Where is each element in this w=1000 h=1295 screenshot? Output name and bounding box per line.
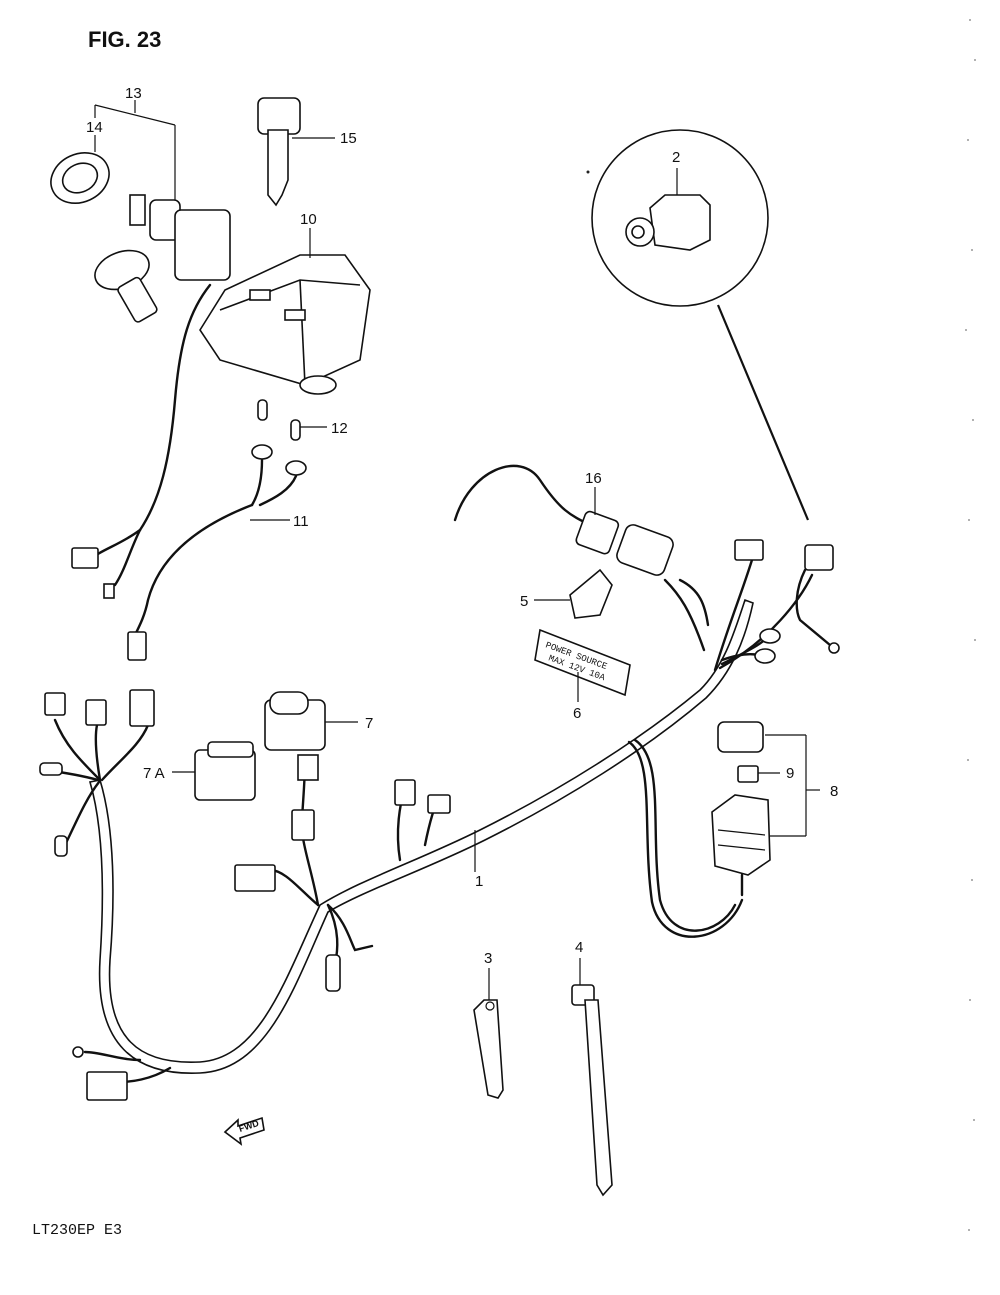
clamp-3	[473, 999, 504, 1099]
leader-lines	[94, 100, 820, 1000]
detail-inset	[591, 129, 840, 654]
callout-2: 2	[672, 149, 680, 166]
ignition-switch-assembly	[50, 152, 231, 599]
cable-tie-4	[571, 984, 613, 1197]
forward-arrow: FWD	[223, 1116, 265, 1146]
power-source-plate: POWER SOURCE MAX 12V 10A	[534, 628, 631, 697]
callout-4: 4	[575, 939, 583, 956]
callout-5: 5	[520, 593, 528, 610]
callout-7a: 7 A	[143, 765, 165, 782]
callout-11: 11	[293, 513, 309, 530]
callout-10: 10	[300, 211, 317, 228]
callout-13: 13	[125, 85, 142, 102]
socket-holder	[569, 568, 613, 619]
harness-connectors-left	[39, 689, 451, 1101]
callout-8: 8	[830, 783, 838, 800]
callout-9: 9	[786, 765, 794, 782]
relay-7a	[194, 741, 256, 801]
callout-16: 16	[585, 470, 602, 487]
regulator-unit	[199, 254, 371, 395]
callout-7: 7	[365, 715, 373, 732]
callout-14: 14	[86, 119, 103, 136]
callout-15: 15	[340, 130, 357, 147]
callout-labels: 1 2 3 4 5 6 7 7 A 8 9 10 11 12 13 14 15 …	[86, 85, 838, 967]
scan-margin-marks	[586, 19, 976, 1231]
figure-title: FIG. 23	[88, 27, 161, 52]
relay-7	[264, 691, 326, 781]
callout-12: 12	[331, 420, 348, 437]
ignition-key	[257, 97, 301, 207]
harness-connectors-right	[734, 539, 781, 664]
bulb-set	[127, 399, 307, 661]
power-socket	[575, 510, 674, 576]
callout-6: 6	[573, 705, 581, 722]
fuse-box-8	[711, 721, 771, 897]
callout-3: 3	[484, 950, 492, 967]
callout-1: 1	[475, 873, 483, 890]
model-code: LT230EP E3	[32, 1222, 122, 1239]
